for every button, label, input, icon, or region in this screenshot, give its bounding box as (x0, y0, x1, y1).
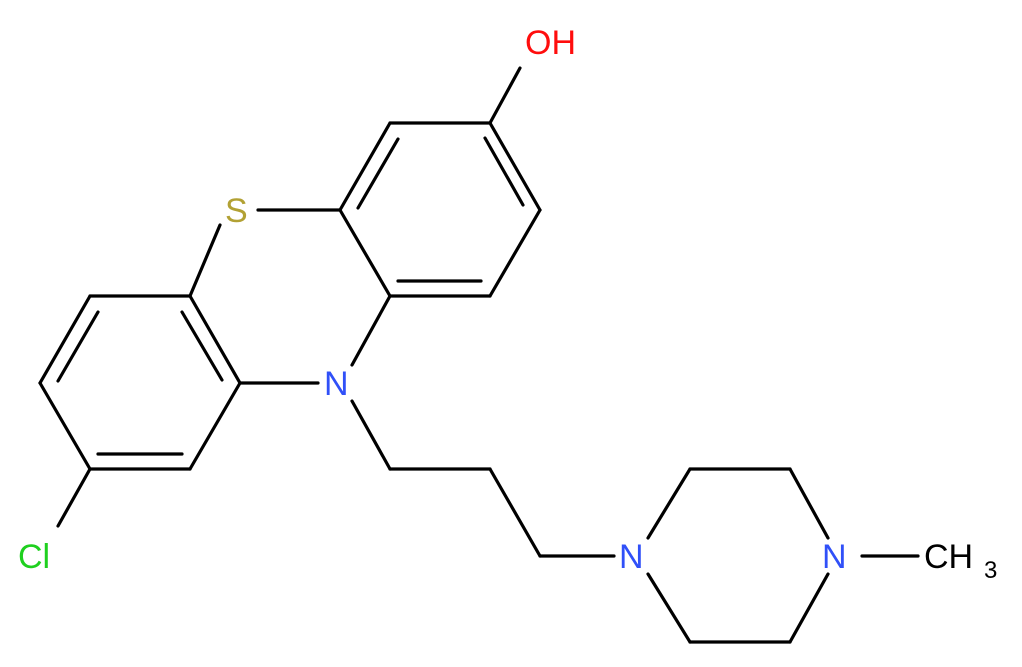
bond (488, 66, 522, 125)
bond (788, 572, 830, 644)
bond (350, 294, 392, 367)
bond (38, 381, 92, 471)
bonds (38, 66, 920, 644)
bond (188, 294, 242, 385)
bond (483, 136, 525, 207)
methyl-subscript: 3 (984, 557, 997, 584)
bond (350, 399, 392, 471)
piperazine-n4-label: N (822, 538, 847, 576)
bond (180, 310, 224, 382)
bond (338, 208, 392, 298)
sulfur-label: S (225, 192, 248, 230)
hydroxyl-label: OH (525, 24, 576, 62)
bond (646, 572, 692, 644)
bond (188, 381, 242, 471)
atom-labels: OH S N Cl N N CH 3 (18, 24, 997, 584)
bond (488, 467, 542, 558)
methyl-label: CH (924, 538, 973, 576)
bond (56, 310, 100, 383)
bond (488, 121, 542, 212)
ring-nitrogen-label: N (324, 365, 349, 403)
bond (646, 467, 692, 540)
bond (788, 467, 830, 540)
piperazine-n1-label: N (619, 538, 644, 576)
bond (338, 121, 392, 212)
bond (488, 208, 542, 298)
bond (38, 294, 92, 385)
bond (188, 223, 222, 298)
chlorine-label: Cl (18, 538, 50, 576)
bond (356, 137, 400, 210)
bond (56, 467, 92, 528)
